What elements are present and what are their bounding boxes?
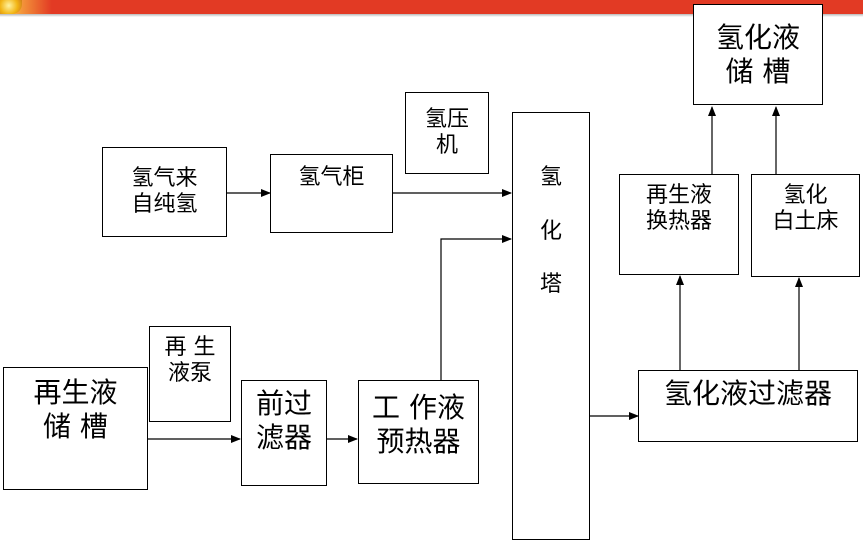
prefilter-label: 前过 滤器 — [255, 387, 312, 454]
title-banner — [0, 0, 863, 14]
hydrogenated-storage-label: 氢化液 储 槽 — [715, 20, 800, 88]
compressor-label: 氢压 机 — [424, 106, 469, 158]
gas-holder-box: 氢气柜 — [270, 154, 393, 233]
logo-icon — [0, 0, 22, 14]
clay-bed-box: 氢化 白土床 — [751, 174, 860, 277]
compressor-box: 氢压 机 — [405, 92, 489, 174]
hydrogenated-filter-label: 氢化液过滤器 — [663, 377, 832, 410]
regen-heat-exchanger-box: 再生液 换热器 — [619, 174, 739, 275]
banner-shadow — [0, 14, 863, 17]
hydrogenated-storage-box: 氢化液 储 槽 — [693, 4, 823, 105]
prefilter-box: 前过 滤器 — [241, 380, 327, 486]
regen-heat-exchanger-label: 再生液 换热器 — [645, 183, 712, 235]
regen-storage-label: 再生液 储 槽 — [33, 376, 118, 443]
gas-holder-label: 氢气柜 — [298, 165, 365, 190]
tower-label: 氢 化 塔 — [539, 165, 562, 298]
working-preheater-box: 工 作液 预热器 — [358, 380, 479, 484]
regen-storage-box: 再生液 储 槽 — [3, 367, 148, 490]
working-preheater-label: 工 作液 预热器 — [372, 391, 465, 458]
clay-bed-label: 氢化 白土床 — [772, 183, 839, 235]
regen-pump-label: 再 生 液泵 — [164, 335, 216, 387]
regen-pump-box: 再 生 液泵 — [149, 326, 231, 422]
hydrogenated-filter-box: 氢化液过滤器 — [638, 370, 858, 442]
arrow-preheater-to-tower — [440, 235, 512, 380]
hydrogenation-tower: 氢 化 塔 — [512, 112, 590, 540]
hydrogen-source-box: 氢气来 自纯氢 — [102, 147, 227, 237]
hydrogen-source-label: 氢气来 自纯氢 — [131, 165, 198, 217]
